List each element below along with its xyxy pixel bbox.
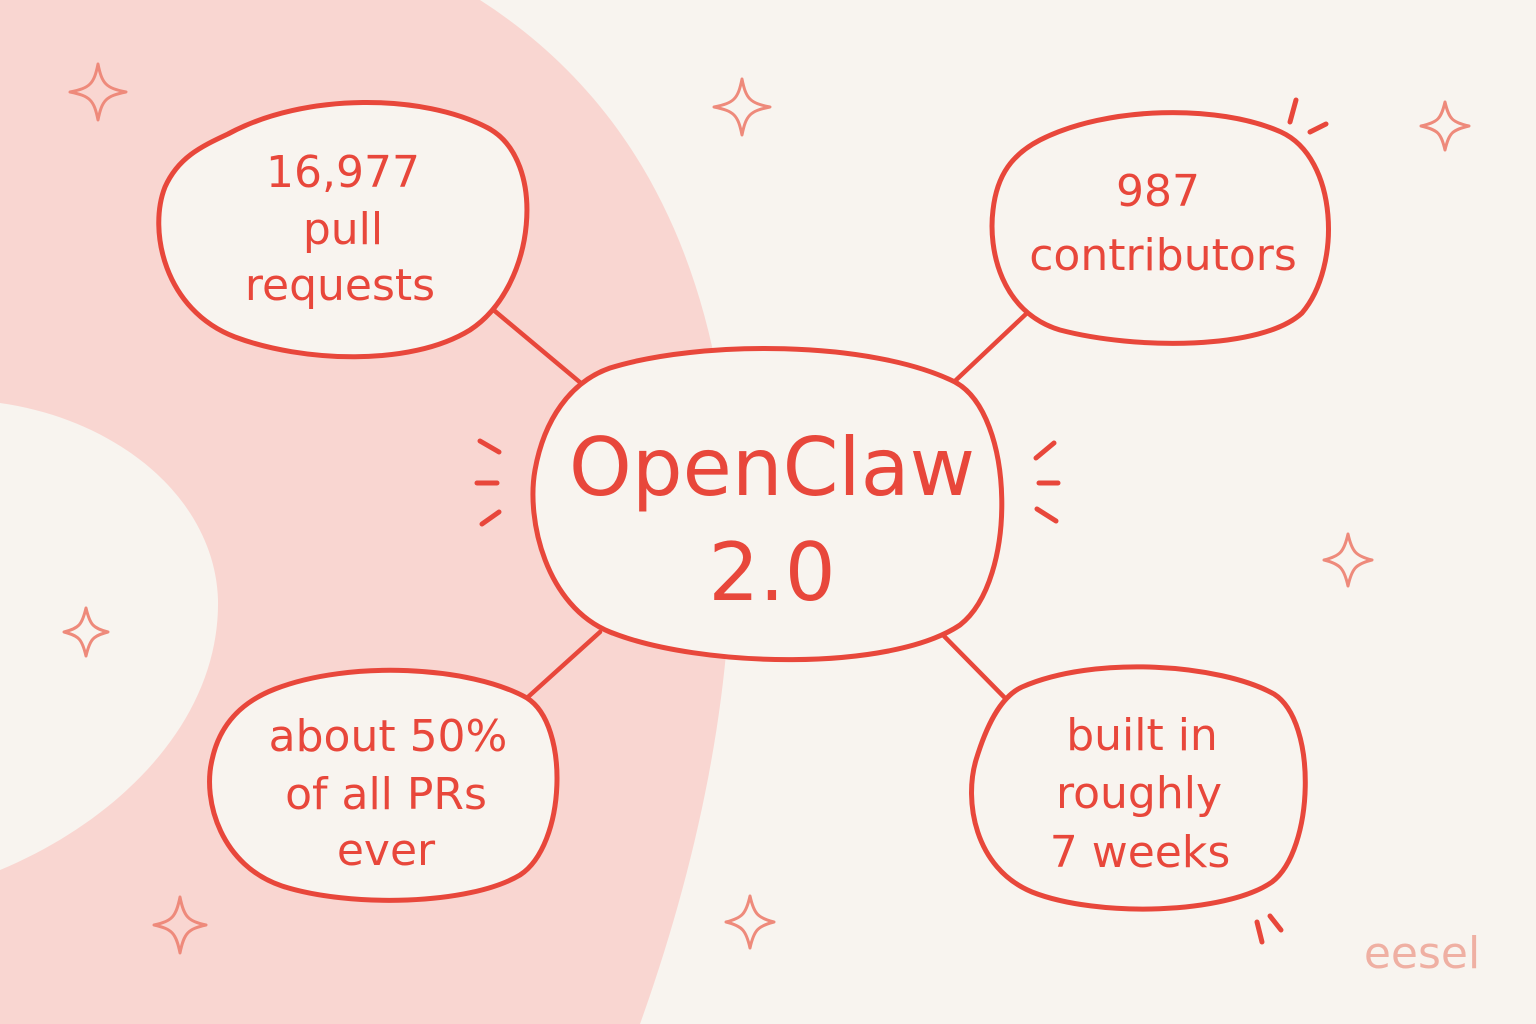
duration-label-line3: 7 weeks [1050,827,1231,878]
duration-label-line1: built in [1066,710,1218,761]
pull-requests-label-line1: pull [303,204,383,255]
node-duration: built in roughly 7 weeks [969,664,1308,912]
sparkle-icon [152,895,208,955]
bubble-pull-requests [156,100,530,360]
node-contributors: 987 contributors [989,110,1331,346]
bubble-center [530,346,1005,663]
bubble-contributors [989,110,1331,346]
node-center: OpenClaw 2.0 [530,346,1005,663]
emphasis-dashes-top-right-icon [1287,97,1329,135]
node-pull-requests: 16,977 pull requests [156,100,530,360]
sparkle-icon [1322,532,1374,588]
connector-share [525,629,603,700]
cream-inner-shape [0,403,219,870]
brand-logo: eesel [1364,928,1480,979]
pull-requests-count: 16,977 [266,147,420,198]
emphasis-dashes-left-icon [474,438,502,527]
contributors-label: contributors [1029,230,1297,281]
connector-duration [936,628,1010,703]
sparkle-icon [712,77,772,137]
sparkle-icon [724,894,776,950]
connector-contributors [952,311,1029,384]
sparkle-icon [62,606,110,658]
pull-requests-label-line2: requests [245,260,435,311]
sparkles [62,62,1471,955]
contributors-count: 987 [1116,166,1200,217]
node-share: about 50% of all PRs ever [207,667,560,903]
share-label-line3: ever [337,825,436,876]
center-version: 2.0 [708,526,835,619]
sparkle-icon [68,62,128,122]
connectors [487,304,1029,703]
sparkle-icon [1419,100,1471,152]
emphasis-dashes-right-icon [1033,440,1061,524]
share-label-line2: of all PRs [285,769,487,820]
bubble-duration [969,664,1308,912]
emphasis-dashes-bottom-right-icon [1254,913,1284,945]
share-label-line1: about 50% [269,711,508,762]
duration-label-line2: roughly [1056,768,1222,819]
center-title: OpenClaw [569,421,975,514]
bubble-share [207,667,560,903]
connector-pull-requests [487,304,585,387]
